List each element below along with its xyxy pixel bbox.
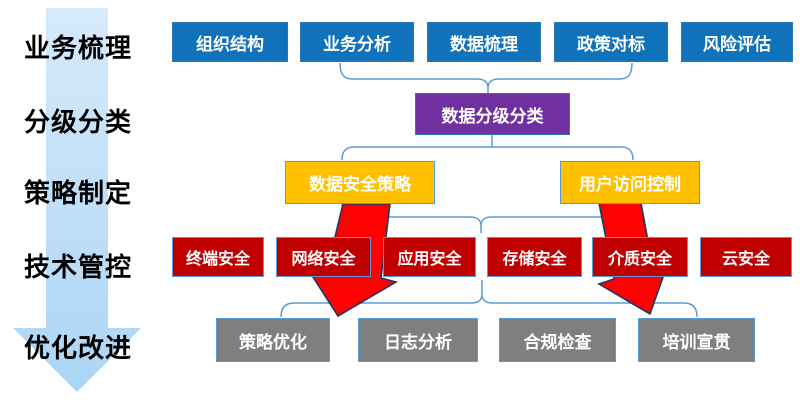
box-log-analysis: 日志分析 <box>358 318 478 362</box>
box-terminal-security: 终端安全 <box>172 237 264 277</box>
box-policy-benchmark: 政策对标 <box>554 22 668 62</box>
box-cloud-security: 云安全 <box>700 237 792 277</box>
box-policy-optimization: 策略优化 <box>216 318 330 362</box>
connector-top-brace <box>339 62 633 93</box>
box-compliance-check: 合规检查 <box>499 318 616 362</box>
box-risk-assessment: 风险评估 <box>681 22 793 62</box>
box-org-structure: 组织结构 <box>172 22 288 62</box>
box-business-analysis: 业务分析 <box>300 22 414 62</box>
stage-label-business-sorting: 业务梳理 <box>23 33 132 63</box>
box-app-security: 应用安全 <box>383 237 476 277</box>
stage-label-technical-control: 技术管控 <box>23 252 132 282</box>
stage-label-policy-making: 策略制定 <box>23 178 132 208</box>
box-network-security: 网络安全 <box>276 237 371 277</box>
box-user-access-control: 用户访问控制 <box>560 161 700 204</box>
connector-classification-split <box>341 135 634 161</box>
stage-label-classification: 分级分类 <box>23 107 132 137</box>
box-training-promotion: 培训宣贯 <box>638 318 755 362</box>
stage-label-optimization: 优化改进 <box>23 333 132 363</box>
box-data-security-policy: 数据安全策略 <box>285 161 435 204</box>
down-arrow-shape <box>13 8 141 392</box>
box-data-classification: 数据分级分类 <box>415 93 570 135</box>
box-media-security: 介质安全 <box>592 237 688 277</box>
connector-operations-brace <box>280 280 698 318</box>
box-storage-security: 存储安全 <box>487 237 582 277</box>
box-data-sorting: 数据梳理 <box>427 22 541 62</box>
